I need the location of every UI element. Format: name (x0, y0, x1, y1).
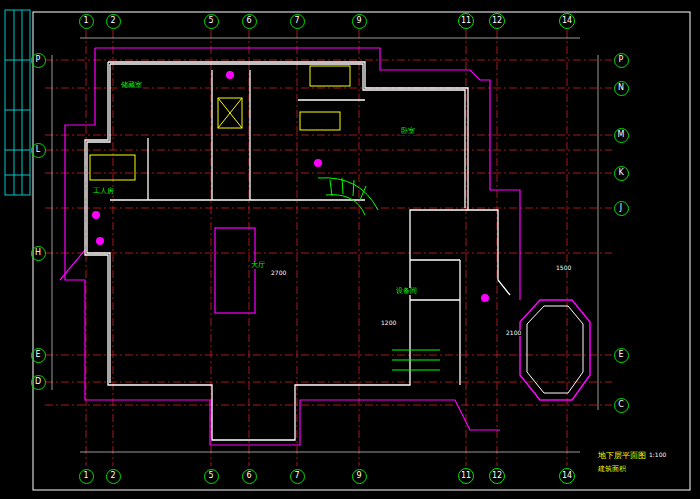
grid-bubble: E (614, 348, 629, 363)
grid-bubble: H (31, 246, 46, 261)
grid-label: 6 (246, 17, 251, 25)
grid-bubble: 7 (290, 14, 305, 29)
grid-bubble: 1 (79, 469, 94, 484)
grid-bubble: E (31, 348, 46, 363)
grid-label: 7 (294, 17, 299, 25)
grid-bubble: 14 (559, 468, 575, 484)
dimension-lines (52, 38, 598, 452)
grid-label: 1 (83, 472, 88, 480)
grid-label: K (618, 169, 623, 177)
grid-label: 11 (461, 472, 471, 480)
title-strip (5, 10, 30, 195)
grid-label: 6 (246, 472, 251, 480)
dimension-text: 1500 (555, 265, 572, 271)
title-text: 建筑面积 (597, 466, 627, 473)
grid-bubble: D (31, 375, 46, 390)
grid-label: M (618, 131, 625, 139)
grid-bubble: 11 (458, 13, 474, 29)
room-label: 大厅 (250, 262, 266, 269)
room-label: 工人房 (92, 188, 115, 195)
fixtures (90, 66, 350, 180)
grid-label: P (619, 56, 624, 64)
grid-label: 2 (110, 17, 115, 25)
grid-label: 7 (294, 472, 299, 480)
room-label: 储藏室 (120, 82, 143, 89)
grid-label: 12 (492, 17, 502, 25)
grid-label: 2 (110, 472, 115, 480)
grid-label: H (35, 249, 41, 257)
title-text: 地下层平面图 (597, 452, 647, 460)
room-label: 卧室 (400, 128, 416, 135)
title-text: 1:100 (648, 452, 667, 458)
grid-bubble: 2 (106, 469, 121, 484)
grid-bubble: 2 (106, 14, 121, 29)
grid-label: D (35, 378, 41, 386)
grid-bubble: 1 (79, 14, 94, 29)
grid-bubble: L (31, 143, 46, 158)
grid-bubble: 11 (458, 468, 474, 484)
grid-bubble: 5 (204, 469, 219, 484)
grid-label: J (620, 204, 622, 212)
grid-label: 5 (208, 17, 213, 25)
grid-bubble: J (614, 201, 629, 216)
grid-label: N (618, 84, 624, 92)
grid-bubble: M (614, 128, 629, 143)
grid-label: 5 (208, 472, 213, 480)
grid-bubble: P (614, 53, 629, 68)
spiral-stair (318, 178, 440, 370)
grid-label: 9 (356, 17, 361, 25)
room-label: 设备间 (395, 288, 418, 295)
grid-label: P (36, 56, 41, 64)
grid-label: E (618, 351, 623, 359)
grid-bubble: C (614, 398, 629, 413)
grid-bubble: P (31, 53, 46, 68)
grid-label: C (618, 401, 624, 409)
grid-bubble: 6 (242, 14, 257, 29)
bay-window-inner (527, 306, 583, 393)
grid-label: E (35, 351, 40, 359)
grid-bubble: 14 (559, 13, 575, 29)
grid-bubble: 9 (352, 14, 367, 29)
frame (33, 12, 690, 490)
grid-bubble: 6 (242, 469, 257, 484)
grid-bubble: 12 (489, 468, 505, 484)
grid-label: 12 (492, 472, 502, 480)
grid-bubble: 9 (352, 469, 367, 484)
fixture-dots (92, 71, 489, 302)
grid-label: 11 (461, 17, 471, 25)
grid-bubble: 5 (204, 14, 219, 29)
bay-window (520, 300, 590, 400)
grid-label: L (36, 146, 40, 154)
grid-bubble: K (614, 166, 629, 181)
grid-label: 9 (356, 472, 361, 480)
grid-bubble: 7 (290, 469, 305, 484)
grid-label: 14 (562, 17, 572, 25)
grid-label: 1 (83, 17, 88, 25)
walls (85, 62, 510, 440)
grid-lines (45, 30, 612, 466)
dimension-text: 2100 (505, 330, 522, 336)
dimension-text: 2700 (270, 270, 287, 276)
dimension-text: 1200 (380, 320, 397, 326)
grid-label: 14 (562, 472, 572, 480)
eave-lines (60, 48, 520, 445)
grid-bubble: N (614, 81, 629, 96)
grid-bubble: 12 (489, 13, 505, 29)
